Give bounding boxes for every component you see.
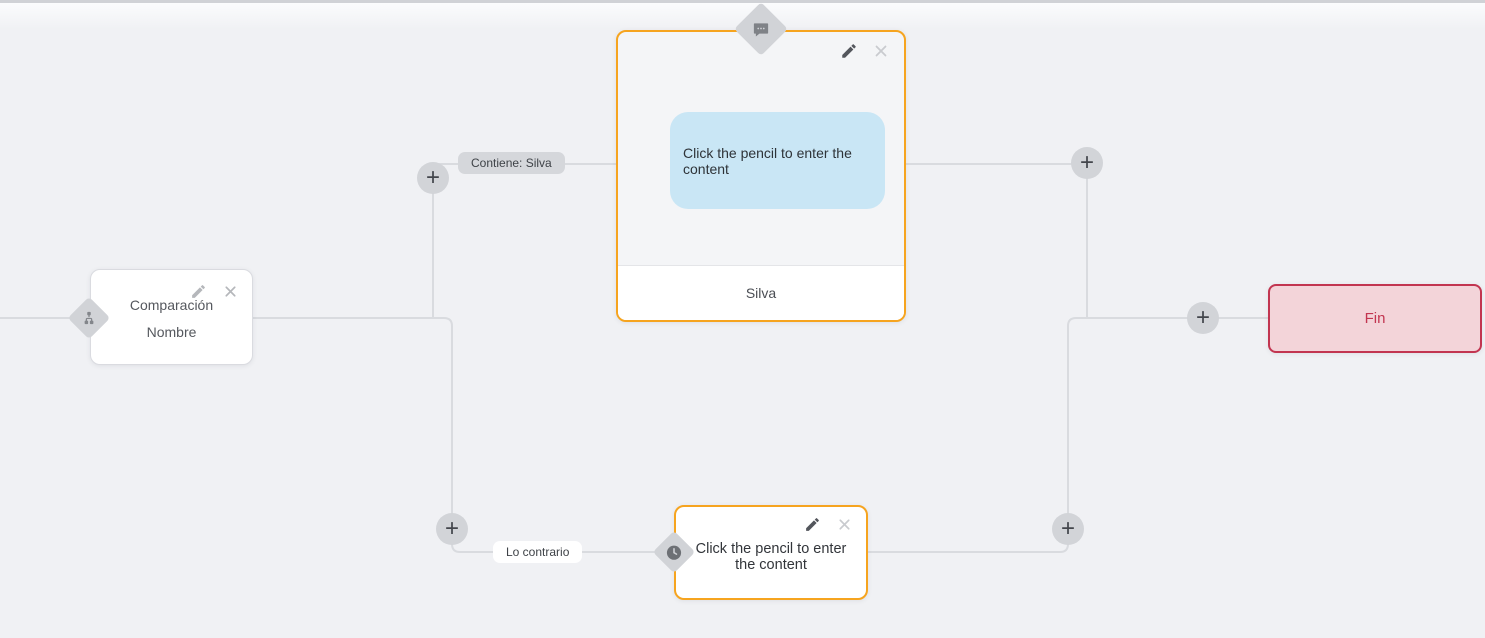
- message-preview-bubble: Click the pencil to enter the content: [670, 112, 885, 209]
- add-node-button-after-message[interactable]: +: [1071, 147, 1103, 179]
- edge-label-condition-true: Contiene: Silva: [458, 152, 565, 174]
- delete-comparison-button[interactable]: [221, 282, 239, 300]
- delay-placeholder-text: Click the pencil to enter the content: [695, 541, 847, 573]
- message-node[interactable]: Click the pencil to enter the content Si…: [616, 30, 906, 322]
- end-node[interactable]: Fin: [1268, 284, 1482, 353]
- delete-delay-button[interactable]: [835, 515, 853, 533]
- add-node-button-false-branch[interactable]: +: [436, 513, 468, 545]
- message-icon: [753, 22, 769, 36]
- delay-node[interactable]: Click the pencil to enter the content: [674, 505, 868, 600]
- wire-comparison-to-true-branch: [432, 163, 617, 318]
- close-icon: [838, 518, 850, 530]
- comparison-subtitle: Nombre: [146, 324, 197, 340]
- message-placeholder-text: Click the pencil to enter the content: [683, 144, 852, 177]
- edit-comparison-button[interactable]: [189, 282, 207, 300]
- add-node-button-true-branch[interactable]: +: [417, 162, 449, 194]
- branch-icon: [84, 311, 94, 325]
- wire-delay-to-end: [867, 317, 1269, 553]
- comparison-type-diamond: [67, 296, 111, 340]
- pencil-icon: [842, 44, 856, 58]
- delete-message-button[interactable]: [872, 42, 890, 60]
- comparison-title: Comparación: [129, 297, 214, 313]
- delay-type-diamond: [652, 530, 696, 574]
- edit-message-button[interactable]: [840, 42, 858, 60]
- clock-icon: [666, 544, 682, 560]
- add-node-button-after-delay[interactable]: +: [1052, 513, 1084, 545]
- edge-label-condition-false: Lo contrario: [493, 541, 583, 563]
- add-node-button-before-end[interactable]: +: [1187, 302, 1219, 334]
- wire-comparison-to-false-branch: [253, 317, 660, 553]
- message-branch-row: Silva: [618, 265, 904, 320]
- close-icon: [224, 285, 236, 297]
- edit-delay-button[interactable]: [803, 515, 821, 533]
- close-icon: [875, 45, 887, 57]
- message-type-diamond: [734, 2, 788, 56]
- pencil-icon: [191, 284, 205, 298]
- message-branch-label: Silva: [745, 285, 777, 301]
- end-node-label: Fin: [1364, 310, 1386, 327]
- pencil-icon: [805, 517, 819, 531]
- canvas-top-border: [0, 0, 1485, 3]
- comparison-node[interactable]: Comparación Nombre: [90, 269, 253, 365]
